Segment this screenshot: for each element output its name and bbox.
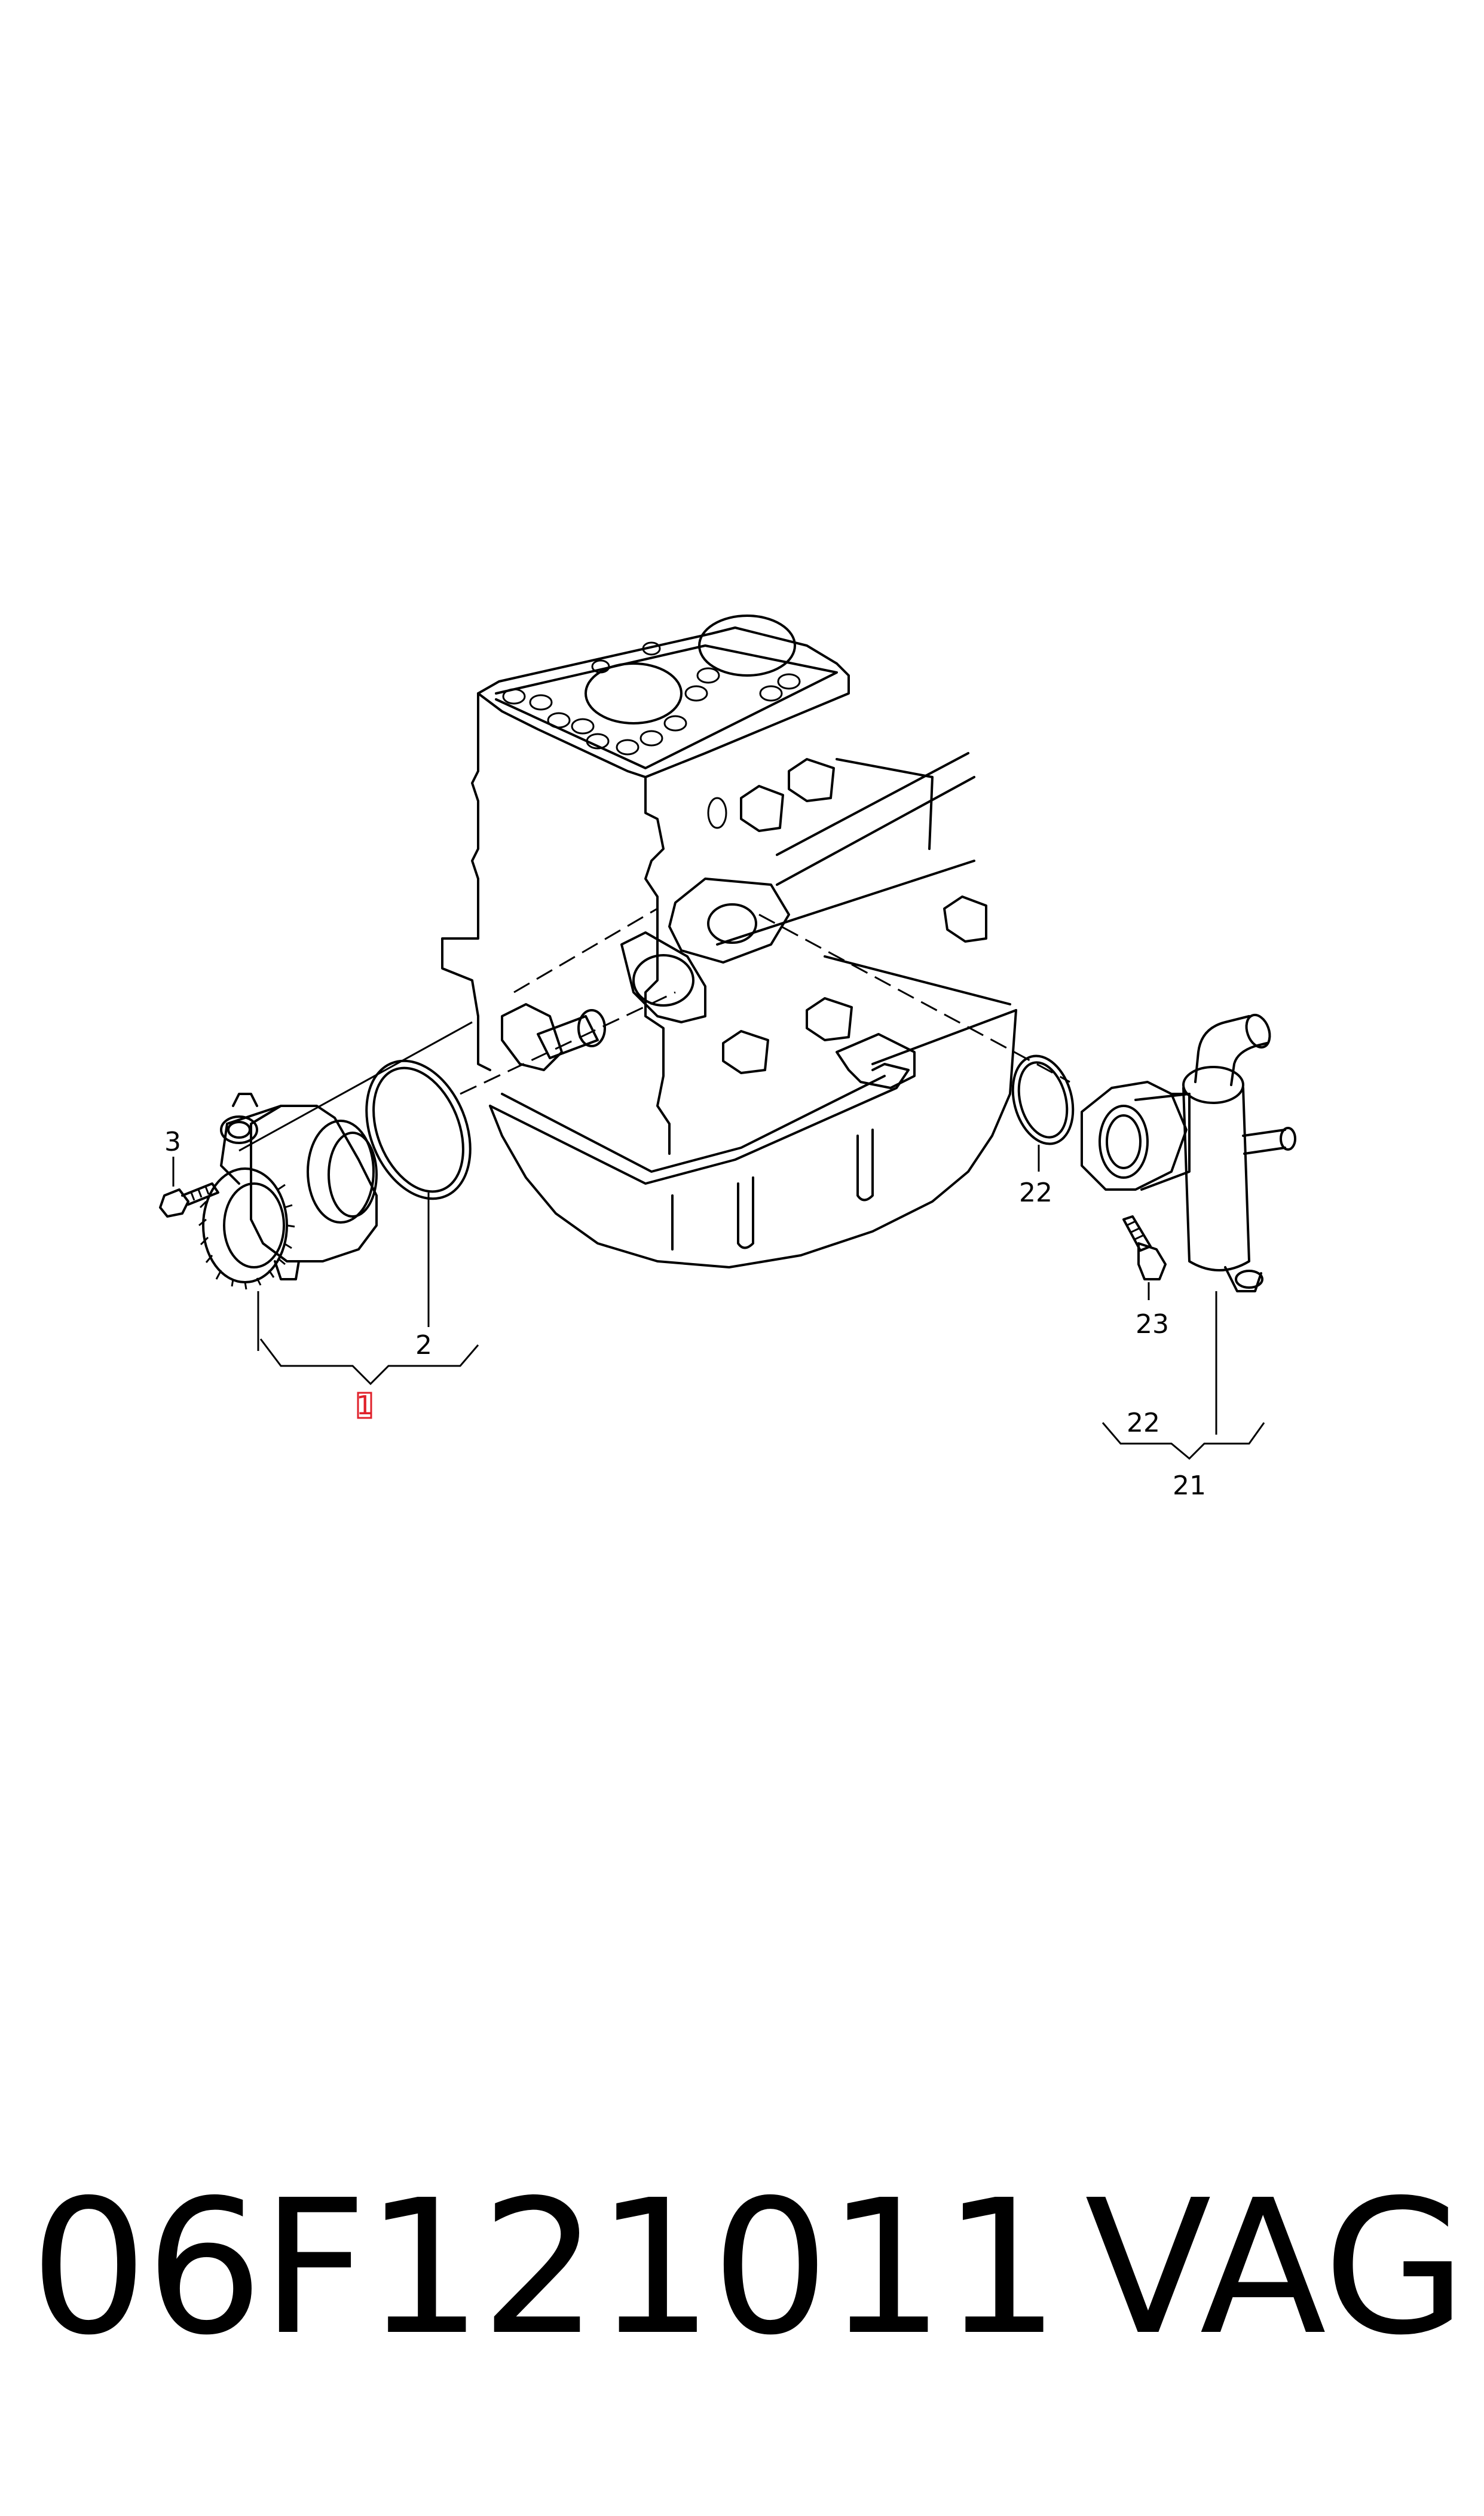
callout-22-ring: 22 [1019, 1178, 1052, 1208]
bolt-part-3 [159, 1157, 219, 1218]
callout-23: 23 [1136, 1309, 1169, 1340]
callout-2: 2 [415, 1330, 432, 1361]
thermostat-housing [1081, 1013, 1296, 1292]
bracket-group-21 [1101, 1291, 1265, 1460]
o-ring-part-22 [1011, 1054, 1075, 1172]
callout-3: 3 [164, 1127, 181, 1157]
explode-lines [238, 907, 1070, 1152]
part-number: 06F121011 [30, 2160, 1060, 2376]
water-pump [198, 1093, 378, 1290]
o-ring-part-2 [365, 1059, 472, 1327]
callout-1-highlight[interactable]: 1 [356, 1390, 373, 1421]
brand-name: VAG [1085, 2160, 1467, 2376]
bracket-group-1 [257, 1291, 479, 1386]
callout-1: 1 [356, 1390, 373, 1421]
engine-block [441, 615, 1017, 1268]
callout-22-group: 22 [1127, 1408, 1160, 1438]
bolt-part-23 [1122, 1215, 1167, 1300]
callout-21: 21 [1173, 1471, 1206, 1501]
